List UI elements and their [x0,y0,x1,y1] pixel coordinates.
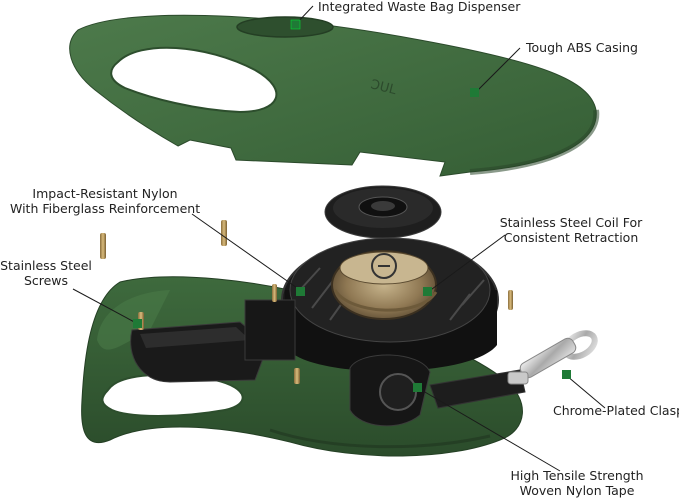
chrome-clasp [507,330,598,385]
mechanism-housing [130,237,526,427]
label-chrome-clasp: Chrome-Plated Clasp [553,403,679,418]
label-tape-line2: Woven Nylon Tape [519,483,635,498]
label-coil-line2: Consistent Retraction [503,230,639,245]
label-screws-line2: Screws [23,273,69,288]
label-waste-bag-dispenser: Integrated Waste Bag Dispenser [318,0,521,14]
callout-leaders [72,5,606,472]
label-woven-nylon-tape: High Tensile Strength Woven Nylon Tape [497,468,657,498]
label-coil-line1: Stainless Steel Coil For [499,215,643,230]
label-screws-line1: Stainless Steel [0,258,92,273]
svg-text:ƆUL: ƆUL [369,77,398,98]
label-steel-coil: Stainless Steel Coil For Consistent Retr… [491,215,651,245]
label-abs-casing: Tough ABS Casing [526,40,638,55]
label-nylon-fiberglass: Impact-Resistant Nylon With Fiberglass R… [10,186,200,216]
label-tape-line1: High Tensile Strength [510,468,644,483]
label-steel-screws: Stainless Steel Screws [0,258,92,288]
top-casing: ƆUL [69,14,600,177]
label-nylon-line2: With Fiberglass Reinforcement [10,201,201,216]
label-nylon-line1: Impact-Resistant Nylon [32,186,178,201]
spool-disc [324,185,442,239]
screws [100,220,513,384]
